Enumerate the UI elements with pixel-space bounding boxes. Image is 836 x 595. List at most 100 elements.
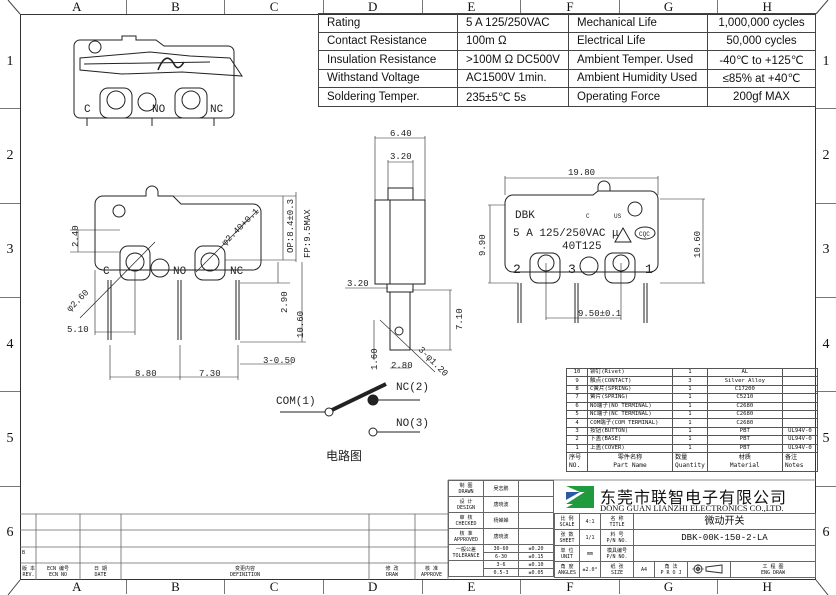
bom-notes xyxy=(781,393,819,403)
label-nc: NC xyxy=(230,266,244,278)
bom-qty: 1 xyxy=(672,435,708,445)
bom-material: C2680 xyxy=(706,409,783,420)
zone-label: 2 xyxy=(816,108,836,202)
tolerance-label: 一般公差 TOLERANCE xyxy=(448,544,484,561)
zone-label: D xyxy=(322,580,422,594)
dim-text: 7.30 xyxy=(199,369,221,379)
zone-label: 4 xyxy=(0,296,20,391)
bom-no: 1 xyxy=(566,443,588,453)
company-name-en: DONG GUAN LIANZHI ELECTRONICS CO.,LTD. xyxy=(600,503,784,513)
dim-text: 5.10 xyxy=(67,325,89,335)
bom-notes: UL94V-0 xyxy=(781,443,819,453)
tol-value: ±0.10 xyxy=(518,560,554,569)
design-label: 设 计 DESIGN xyxy=(448,496,484,513)
dim-text: 3.20 xyxy=(390,152,412,162)
approved-by: 唐晓波 xyxy=(483,528,519,545)
drawn-label: 制 图 DRAWN xyxy=(448,480,484,497)
definition-header: 变更内容 DEFINITION xyxy=(229,566,261,578)
pin-label: 1 xyxy=(645,262,653,277)
bom-notes xyxy=(781,409,819,420)
spec-param: Rating xyxy=(318,13,458,33)
bom-name: NC端子(NC TERMINAL) xyxy=(587,409,673,420)
bom-qty: 1 xyxy=(672,401,708,411)
size-label: 纸 张 SIZE xyxy=(600,561,634,578)
zone-label: 5 xyxy=(816,391,836,485)
zone-ruler-left: 1 2 3 4 5 6 xyxy=(0,15,20,580)
bom-material: C5210 xyxy=(706,393,783,403)
zone-label: 1 xyxy=(822,53,830,69)
bom-material: PBT xyxy=(706,435,783,445)
rev-value: B xyxy=(22,550,26,556)
label-c: C xyxy=(84,104,91,116)
bom-no: 5 xyxy=(566,409,588,420)
label-nc: NC xyxy=(210,104,224,116)
dim-text: 3-0.50 xyxy=(263,356,295,366)
bom-name: 下盖(BASE) xyxy=(587,435,673,445)
bom-notes xyxy=(781,376,819,386)
pin-label: 3 xyxy=(568,262,576,277)
bom-material: C2680 xyxy=(706,401,783,411)
dim-text: 8.80 xyxy=(135,369,157,379)
bom-no: 9 xyxy=(566,376,588,386)
bom-material: Silver Alloy xyxy=(706,376,783,386)
spec-row: Insulation Resistance >100M Ω DC500V Amb… xyxy=(318,50,816,70)
company-logo xyxy=(566,486,594,508)
bom-notes: UL94V-0 xyxy=(781,426,819,437)
dim-text: OP:8.4±0.3 xyxy=(286,199,296,253)
circuit-diagram xyxy=(280,382,420,437)
zone-label: C xyxy=(224,0,323,14)
mold-label: 模具编号 P/N NO. xyxy=(600,545,634,562)
bom-qty: 1 xyxy=(672,443,708,453)
zone-label: B xyxy=(125,0,225,14)
spec-value: 235±5℃ 5s xyxy=(457,87,569,107)
front-view xyxy=(70,185,306,380)
label-c: C xyxy=(103,266,110,278)
dim-text: 1.60 xyxy=(370,348,380,370)
dim-text: 6.40 xyxy=(390,129,412,139)
zone-label: D xyxy=(322,0,422,14)
bom-header: 序号 NO. 零件名称 Part Name 数量 Quantity 材质 Mat… xyxy=(566,451,819,472)
cqc-mark: CQC xyxy=(639,231,650,238)
tol-range: 0.5-3 xyxy=(483,568,519,577)
dim-text: 2.80 xyxy=(391,361,413,371)
eng-draw-label: 工 程 图 ENG DRAW xyxy=(730,561,816,578)
circuit-com-label: COM(1) xyxy=(276,396,316,408)
tol-value: ±0.15 xyxy=(518,552,554,561)
bom-qty: 3 xyxy=(672,376,708,386)
bom-name: 铆钉(Rivet) xyxy=(587,367,673,378)
bom-notes xyxy=(781,401,819,411)
brand-mark: DBK xyxy=(515,210,535,222)
rev-header: 版 本 REV. xyxy=(21,566,35,578)
bom-name: COM端子(COM TERMINAL) xyxy=(587,418,673,428)
zone-label: E xyxy=(421,0,521,14)
bom-name: 上盖(COVER) xyxy=(587,443,673,453)
bom-qty: 1 xyxy=(672,367,708,378)
internal-view xyxy=(73,35,243,126)
tol-value: ±0.05 xyxy=(518,568,554,577)
ecn-header: ECN 编号 ECN NO xyxy=(46,566,70,578)
bom-notes: UL94V-0 xyxy=(781,435,819,445)
label-no: NO xyxy=(173,266,187,278)
circuit-title: 电路图 xyxy=(326,448,362,464)
bom-notes xyxy=(781,367,819,378)
zone-label: 4 xyxy=(816,296,836,391)
dim-text: 19.80 xyxy=(568,168,595,178)
unit-label: 单 位 UNIT xyxy=(554,545,580,562)
title-label: 名 称 TITLE xyxy=(600,513,634,530)
zone-label: A xyxy=(72,0,82,14)
bom-material: PBT xyxy=(706,426,783,437)
unit-value: mm xyxy=(579,545,601,562)
bom-material: C2680 xyxy=(706,418,783,428)
dim-text: 7.10 xyxy=(455,308,465,330)
side-view xyxy=(345,136,452,373)
spec-value: ≤85% at +40℃ xyxy=(707,68,816,88)
